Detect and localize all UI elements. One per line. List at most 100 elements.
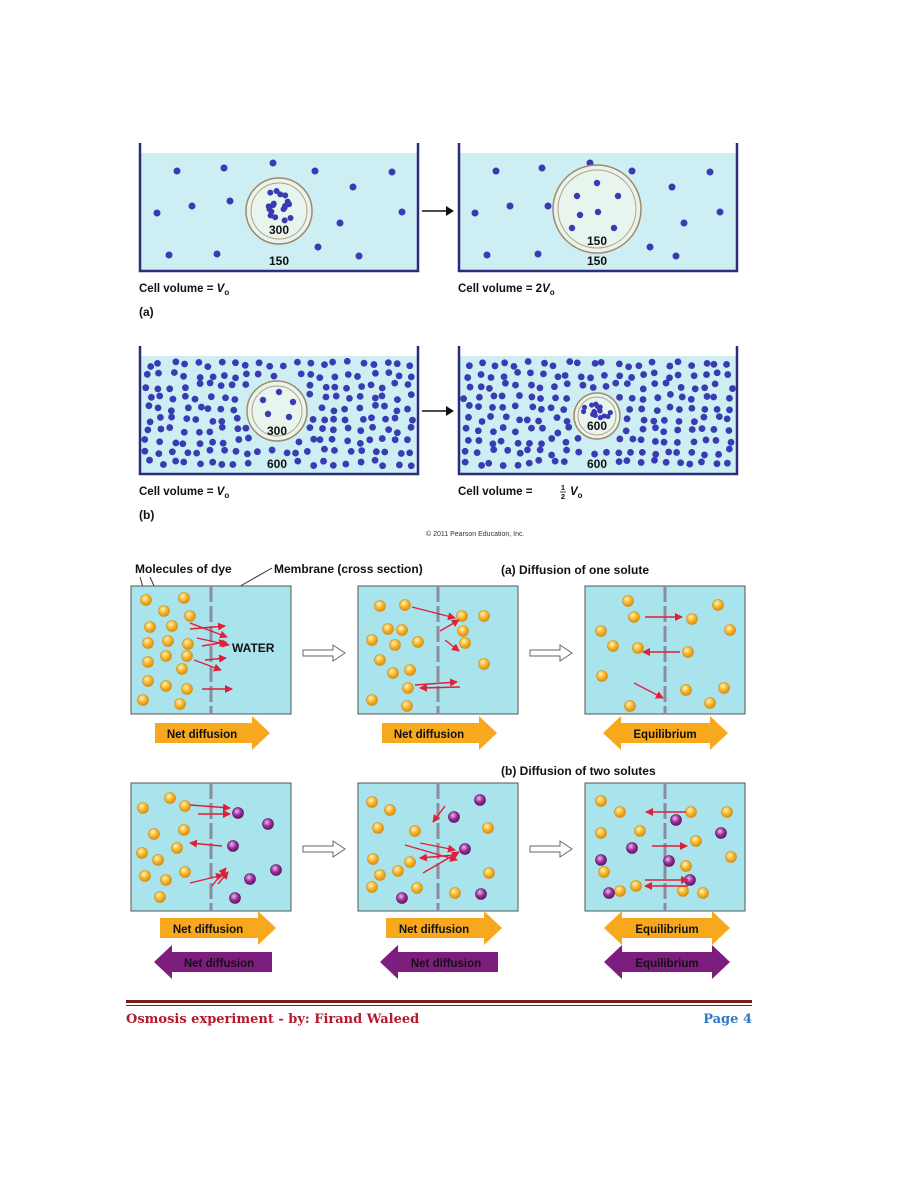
dye-molecule [682, 646, 694, 658]
molecules-a1 [137, 592, 233, 710]
solute-dot [218, 358, 226, 366]
solute-dot [331, 447, 338, 454]
solute-dot [639, 425, 647, 433]
solute-dot [662, 379, 670, 387]
solute-dot [473, 449, 481, 457]
footer-page-number: Page 4 [703, 1012, 752, 1027]
solute-dot [465, 413, 472, 421]
solute-dot [713, 369, 721, 377]
solute-dot [311, 167, 319, 175]
solute-dot [307, 370, 315, 378]
dye-molecule [456, 610, 468, 622]
solute-dot [668, 183, 676, 191]
solute-molecule-purple [229, 892, 241, 904]
solute-dot [600, 371, 608, 379]
solute-dot [321, 361, 328, 369]
solute-dot [623, 457, 631, 465]
solute-dots-a-left [153, 159, 406, 260]
molecules-b1 [136, 792, 282, 904]
solute-dot [540, 370, 547, 378]
solute-dot [529, 403, 537, 411]
solute-dot [601, 413, 607, 419]
solute-dot [526, 439, 533, 447]
solute-dot [393, 407, 401, 415]
solute-dot [652, 424, 659, 432]
solute-dot [404, 405, 411, 413]
solute-dot [272, 214, 279, 221]
dye-molecule [366, 634, 378, 646]
solute-dot [592, 409, 598, 415]
solute-dot [660, 416, 668, 424]
solute-dot [359, 415, 367, 423]
solute-dot [474, 427, 482, 435]
panel-a: 300 150 150 150 Cell volume = Vo Cell vo… [138, 143, 739, 319]
solute-dot [168, 413, 175, 421]
dye-molecule [396, 624, 408, 636]
dye-molecule [482, 822, 494, 834]
solute-dot [591, 359, 599, 367]
solute-dot [516, 449, 524, 457]
solute-dot [541, 359, 548, 367]
solute-dot [322, 393, 330, 401]
solute-dot [196, 428, 203, 436]
solute-dot [536, 384, 544, 392]
solute-dot [168, 448, 176, 456]
solute-dot [357, 458, 365, 466]
dye-molecule [366, 881, 378, 893]
dye-molecule [483, 867, 495, 879]
movement-arrow [189, 803, 231, 812]
solute-dot [370, 361, 378, 368]
net-diffusion-label-a1: Net diffusion [167, 729, 237, 741]
solute-dot [654, 394, 662, 402]
solute-dot [534, 250, 542, 258]
solute-dot [218, 461, 226, 468]
solute-dot [393, 360, 401, 368]
solute-dot [637, 459, 645, 466]
solute-dot [381, 402, 388, 410]
solute-dot [628, 394, 636, 402]
solute-dot [478, 462, 486, 469]
solute-dot [729, 385, 736, 392]
solute-dot [511, 402, 519, 410]
solute-dot [660, 428, 668, 436]
solute-dot [219, 439, 227, 447]
solute-dot [666, 403, 674, 411]
solute-dot [477, 371, 485, 378]
solute-dot [146, 418, 154, 426]
solute-dot [562, 438, 570, 446]
solute-dot [581, 404, 588, 410]
solute-dot [650, 417, 658, 425]
solute-dot [378, 392, 386, 400]
solute-dot [597, 358, 605, 366]
solute-dot [407, 373, 415, 381]
solute-dot [703, 359, 711, 367]
solute-dot [623, 415, 631, 423]
tank-concentration-a-right: 150 [587, 254, 607, 268]
solute-dot [712, 437, 720, 444]
solute-dot [406, 362, 414, 370]
dye-molecule [478, 658, 490, 670]
solute-dot [358, 383, 366, 390]
solute-dot [673, 449, 681, 456]
solute-dot [372, 369, 379, 377]
movement-arrow [439, 619, 460, 632]
solute-dot [231, 396, 239, 403]
solute-dot [573, 359, 581, 367]
solute-dot [330, 407, 338, 415]
equilibrium-arrow-a3: Equilibrium [603, 716, 728, 750]
solute-dot [157, 425, 165, 433]
volume-label-a-right: Cell volume = 2Vo [458, 283, 555, 297]
dye-molecule [632, 642, 644, 654]
tank-a-left-walls [138, 143, 420, 273]
solute-dot [371, 456, 379, 464]
movement-arrow [411, 606, 456, 621]
solute-dot [573, 192, 581, 200]
dye-molecule [402, 682, 414, 694]
dye-molecule [399, 599, 411, 611]
molecules-b2 [366, 794, 495, 904]
solute-dot [501, 359, 509, 367]
solute-dot [538, 405, 545, 413]
solute-molecule-purple [603, 887, 615, 899]
dye-molecule [171, 842, 183, 854]
solute-dot [166, 385, 174, 393]
